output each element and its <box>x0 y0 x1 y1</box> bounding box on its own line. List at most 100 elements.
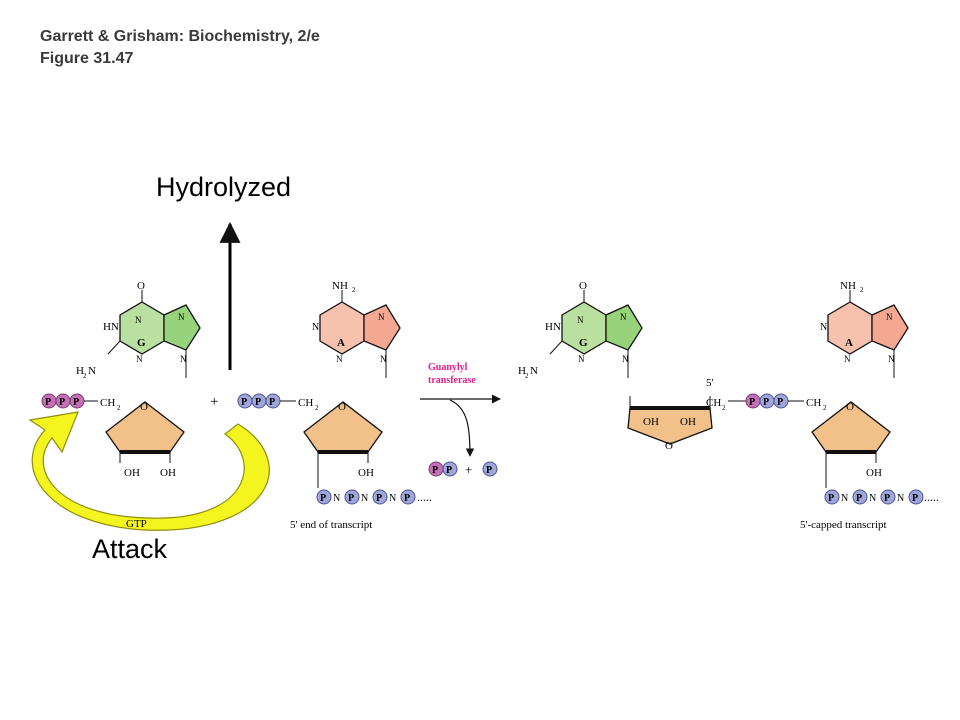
attack-label: Attack <box>92 534 168 564</box>
svg-text:P: P <box>856 493 862 504</box>
gtp-triphosphate: P P P <box>41 393 85 409</box>
svg-text:HN: HN <box>545 321 561 333</box>
svg-text:N: N <box>578 354 585 364</box>
svg-text:OH: OH <box>643 416 659 428</box>
adenine-base-transcript: NH 2 N N N N A <box>312 280 401 378</box>
capped-transcript-label: 5'-capped transcript <box>800 519 887 531</box>
svg-text:2: 2 <box>860 286 864 294</box>
caption-figure-number: Figure 31.47 <box>40 50 134 67</box>
guanine-base-gtp: O HN N N N N G H 2 N <box>76 280 201 380</box>
atom-oh: OH <box>160 467 176 479</box>
svg-text:P: P <box>828 493 834 504</box>
atom-n: N <box>180 354 187 364</box>
phosphate-label: P <box>59 397 65 408</box>
svg-text:P: P <box>432 465 438 476</box>
transcript-label: 5' end of transcript <box>290 519 372 531</box>
five-prime-label: 5' <box>706 377 714 389</box>
atom-n: N <box>312 322 319 333</box>
atom-n: N <box>136 354 143 364</box>
plus-sign: + <box>210 394 218 410</box>
atom-nh2: NH <box>332 280 348 292</box>
svg-text:P: P <box>446 465 452 476</box>
atom-o: O <box>137 280 145 292</box>
svg-text:N: N <box>844 354 851 364</box>
atom-sub2: 2 <box>352 286 356 294</box>
svg-text:+: + <box>465 462 472 477</box>
svg-text:P: P <box>777 397 783 408</box>
svg-text:NH: NH <box>840 280 856 292</box>
adenine-base-capped: NH 2 N N N N A <box>820 280 909 378</box>
phosphate-label: P <box>241 397 247 408</box>
svg-text:P: P <box>320 493 326 504</box>
svg-text:2: 2 <box>722 404 726 412</box>
atom-ch2: CH <box>298 397 313 409</box>
svg-text:O: O <box>846 401 854 413</box>
ribose-sugar-capped: O OH <box>811 401 891 488</box>
svg-text:N: N <box>620 312 627 322</box>
atom-oh: OH <box>358 467 374 479</box>
atom-n: N <box>135 315 142 325</box>
svg-text:N: N <box>389 493 396 504</box>
atom-h2n: H <box>76 365 84 377</box>
svg-text:N: N <box>622 354 629 364</box>
atom-n: N <box>380 354 387 364</box>
svg-text:N: N <box>886 312 893 322</box>
svg-text:N: N <box>577 315 584 325</box>
enzyme-label-line1: Guanylyl <box>428 362 468 373</box>
svg-text:N: N <box>333 493 340 504</box>
svg-text:P: P <box>912 493 918 504</box>
svg-text:G: G <box>579 337 588 349</box>
attack-arrow <box>28 411 270 531</box>
svg-text:N: N <box>841 493 848 504</box>
base-label-g: G <box>137 337 146 349</box>
svg-text:P: P <box>763 397 769 408</box>
atom-ch2: CH <box>100 397 115 409</box>
svg-text:P: P <box>404 493 410 504</box>
enzyme-label-line2: transferase <box>428 375 476 386</box>
phosphate-label: P <box>255 397 261 408</box>
inverted-ribose-cap: OH OH O <box>627 396 713 452</box>
transcript-triphosphate: P P P <box>237 393 281 409</box>
svg-text:N: N <box>897 493 904 504</box>
svg-text:P: P <box>376 493 382 504</box>
atom-n: N <box>88 365 96 377</box>
ribose-sugar-transcript: O OH <box>303 401 383 488</box>
svg-text:P: P <box>884 493 890 504</box>
atom-n: N <box>178 312 185 322</box>
atom-oh: OH <box>124 467 140 479</box>
atom-sub2: 2 <box>117 404 121 412</box>
svg-text:N: N <box>361 493 368 504</box>
svg-text:O: O <box>665 440 673 452</box>
atom-n: N <box>378 312 385 322</box>
guanine-base-cap: O HN N N N N G H 2 N <box>518 280 643 380</box>
atom-sub2: 2 <box>315 404 319 412</box>
svg-text:CH: CH <box>706 397 721 409</box>
atom-hn: HN <box>103 321 119 333</box>
svg-text:N: N <box>530 365 538 377</box>
byproduct-arrow <box>449 399 475 457</box>
gtp-label: GTP <box>126 518 147 530</box>
atom-o: O <box>338 401 346 413</box>
phosphate-label: P <box>269 397 275 408</box>
svg-text:A: A <box>845 337 853 349</box>
base-label-a: A <box>337 337 345 349</box>
atom-sub2: 2 <box>83 372 87 380</box>
pyrophosphate-byproduct: P P + P <box>428 461 498 477</box>
rna-chain-capped: P N P N P N P ..... <box>824 489 939 505</box>
svg-text:2: 2 <box>525 372 529 380</box>
ribose-sugar-gtp: O OH OH <box>105 401 185 479</box>
triphosphate-bridge: P P P <box>745 393 789 409</box>
svg-text:.....: ..... <box>417 490 432 504</box>
svg-text:P: P <box>749 397 755 408</box>
phosphate-label: P <box>73 397 79 408</box>
phosphate-label: P <box>45 397 51 408</box>
hydrolyzed-label: Hydrolyzed <box>156 172 292 202</box>
svg-text:N: N <box>820 322 827 333</box>
svg-text:P: P <box>348 493 354 504</box>
svg-text:OH: OH <box>866 467 882 479</box>
atom-o: O <box>140 401 148 413</box>
svg-text:CH: CH <box>806 397 821 409</box>
atom-n: N <box>336 354 343 364</box>
svg-text:2: 2 <box>823 404 827 412</box>
